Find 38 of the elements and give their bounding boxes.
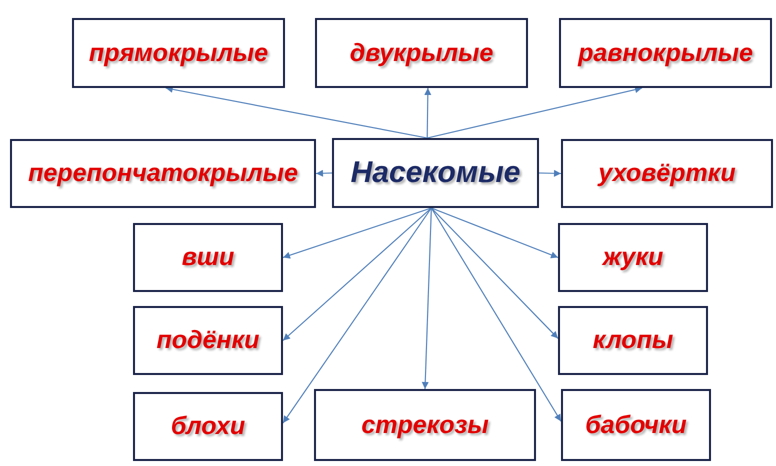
arrow bbox=[316, 170, 332, 177]
arrow bbox=[430, 208, 558, 339]
category-box bbox=[561, 139, 773, 208]
category-label: бабочки bbox=[585, 410, 687, 440]
arrow bbox=[431, 207, 558, 258]
category-label: блохи bbox=[170, 412, 246, 441]
central-label: Насекомые bbox=[350, 156, 520, 190]
arrow bbox=[282, 208, 432, 424]
category-box bbox=[133, 392, 283, 461]
arrow bbox=[282, 208, 432, 341]
arrow bbox=[282, 207, 432, 259]
category-label: клопы bbox=[592, 326, 674, 355]
category-box bbox=[559, 18, 772, 88]
arrow bbox=[424, 88, 432, 138]
arrow bbox=[538, 170, 562, 177]
category-label: подёнки bbox=[156, 326, 260, 355]
category-box bbox=[314, 389, 536, 461]
arrow bbox=[422, 208, 432, 390]
arrow bbox=[166, 86, 428, 139]
category-label: стрекозы bbox=[361, 410, 489, 440]
category-label: равнокрылые bbox=[578, 38, 753, 68]
category-box bbox=[558, 223, 708, 292]
category-box bbox=[10, 139, 316, 208]
central-box bbox=[332, 138, 539, 208]
arrow bbox=[427, 86, 642, 139]
category-box bbox=[561, 389, 711, 461]
category-box bbox=[133, 306, 283, 375]
category-label: перепончатокрылые bbox=[28, 159, 298, 188]
category-box bbox=[558, 306, 708, 375]
category-label: двукрылые bbox=[350, 38, 494, 68]
category-box bbox=[315, 18, 528, 88]
category-label: вши bbox=[182, 243, 234, 272]
category-label: прямокрылые bbox=[88, 38, 268, 68]
category-label: уховёртки bbox=[598, 159, 736, 188]
category-box bbox=[72, 18, 285, 88]
arrow bbox=[430, 208, 562, 422]
category-label: жуки bbox=[602, 243, 664, 272]
category-box bbox=[133, 223, 283, 292]
